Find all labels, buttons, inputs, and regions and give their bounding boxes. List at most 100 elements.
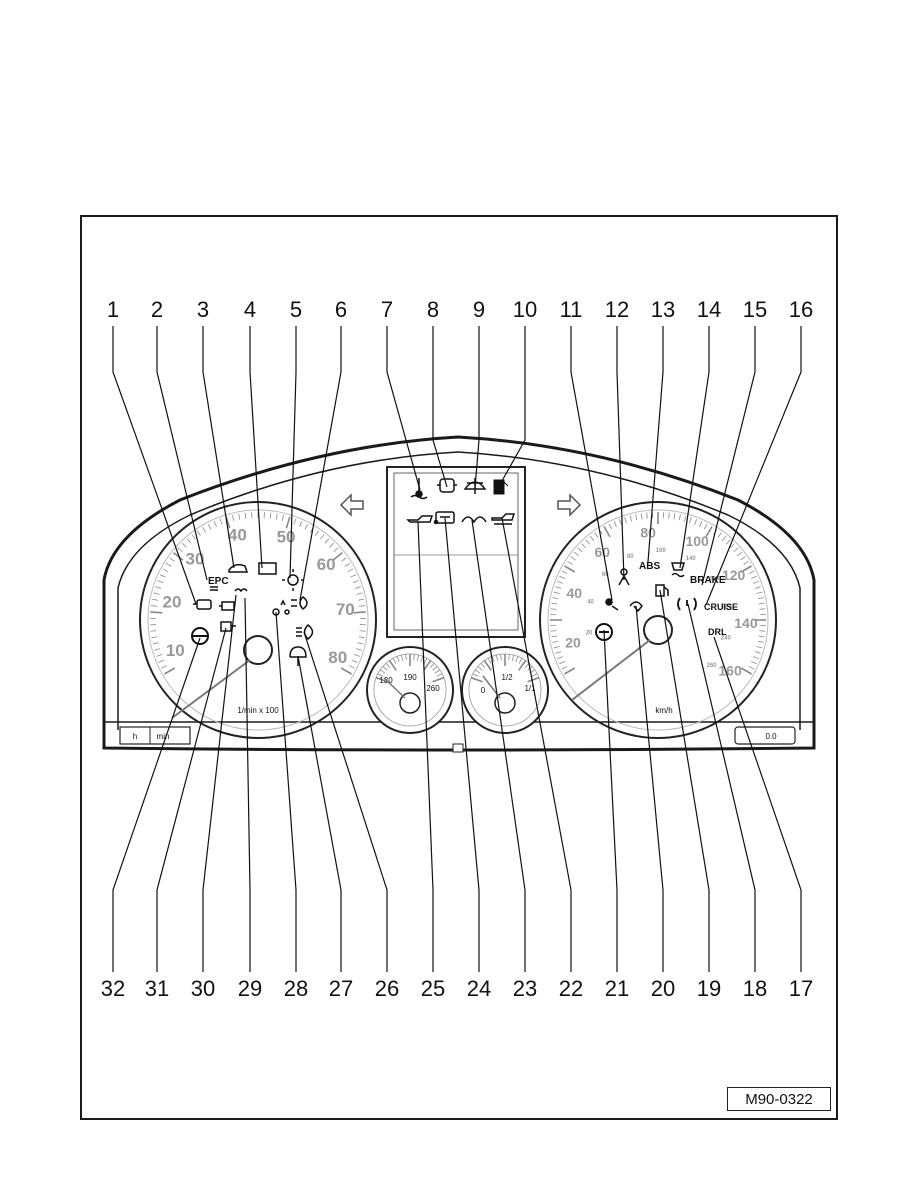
dial-tick	[555, 651, 562, 654]
dial-tick	[181, 542, 187, 548]
dial-tick	[269, 512, 272, 519]
dial-tick	[552, 640, 559, 643]
dial-tick	[551, 602, 558, 605]
dial-tick	[304, 523, 309, 530]
dial-tick	[275, 513, 278, 520]
dial-tick	[153, 592, 160, 595]
dial-tick	[150, 611, 163, 614]
dial-tick	[420, 656, 424, 663]
dial-tick	[754, 586, 761, 589]
dial-tick	[156, 654, 163, 657]
tachometer-ticks	[150, 512, 366, 675]
dial-tick	[161, 665, 167, 669]
dial-tick	[559, 661, 565, 665]
callout-number-31: 31	[145, 976, 169, 1001]
front-fog-icon	[291, 596, 308, 610]
figure-reference-label: M90-0322	[727, 1087, 831, 1111]
leader-line-8	[432, 326, 448, 488]
tachometer-scale-label: 50	[277, 528, 296, 547]
turn-signal-right-icon	[557, 493, 582, 517]
callout-number-7: 7	[381, 297, 393, 322]
callout-number-10: 10	[513, 297, 537, 322]
speedometer-ticks	[550, 512, 766, 675]
cluster-outer-outline	[102, 435, 816, 752]
leader-line-17	[713, 636, 802, 972]
dial-tick	[165, 562, 172, 567]
dial-tick	[754, 651, 761, 654]
dial-tick	[585, 539, 591, 545]
dial-tick	[353, 611, 366, 614]
callout-number-9: 9	[473, 297, 485, 322]
dial-tick	[524, 662, 530, 668]
dial-tick	[150, 630, 157, 632]
leader-line-23	[471, 519, 526, 972]
callout-number-2: 2	[151, 297, 163, 322]
tachometer-needle	[171, 659, 251, 719]
speedometer-scale-label: 80	[640, 524, 656, 540]
callout-number-25: 25	[421, 976, 445, 1001]
callout-number-15: 15	[743, 297, 767, 322]
coolant-temp-icon	[410, 478, 428, 500]
dial-tick	[721, 535, 727, 541]
dial-tick	[737, 551, 743, 557]
speedometer-small-label: 40	[587, 599, 594, 605]
dial-tick	[553, 591, 560, 594]
dial-tick	[350, 574, 357, 578]
dial-tick	[396, 656, 400, 663]
dial-tick	[392, 658, 397, 664]
dial-tick	[751, 575, 757, 579]
speedometer-small-label: 260	[707, 663, 718, 669]
dial-tick	[359, 605, 366, 607]
dial-tick	[561, 570, 568, 575]
dial-tick	[347, 568, 354, 573]
dial-tick	[324, 538, 330, 544]
dial-tick	[202, 527, 207, 533]
leader-line-10	[497, 326, 526, 489]
dial-tick	[753, 656, 759, 660]
dial-tick	[694, 519, 698, 525]
dial-tick	[740, 667, 752, 675]
odo-minutes-label: min	[157, 732, 170, 741]
dial-tick	[385, 662, 391, 668]
tachometer-scale-label: 60	[317, 555, 336, 574]
center-display	[386, 466, 526, 638]
dial-tick	[340, 667, 352, 675]
leader-line-14	[679, 326, 710, 569]
speedometer-small-label: 80	[627, 554, 634, 560]
dial-tick	[357, 598, 365, 601]
callout-number-1: 1	[107, 297, 119, 322]
dial-tick	[748, 665, 755, 670]
suspension-icon	[461, 516, 487, 524]
dial-tick	[352, 580, 359, 584]
tachometer-scale-label: 70	[336, 600, 355, 619]
steering-wheel-icon	[191, 627, 209, 645]
dial-tick	[388, 660, 397, 671]
leader-line-6	[299, 326, 342, 601]
speedometer-scale-label: 140	[734, 615, 758, 631]
leader-line-24	[444, 517, 480, 972]
dial-tick	[561, 665, 568, 670]
dial-tick	[527, 676, 540, 683]
dial-tick	[219, 518, 223, 525]
callout-number-6: 6	[335, 297, 347, 322]
dial-tick	[405, 654, 407, 661]
tachometer-scale-label: 10	[166, 641, 185, 660]
leader-line-12	[616, 326, 625, 581]
speedometer-unit-label: km/h	[655, 706, 672, 715]
leader-line-19	[659, 589, 710, 972]
tachometer-hub	[243, 635, 273, 665]
dial-tick	[511, 654, 515, 661]
high-beam-icon	[282, 569, 304, 591]
leader-line-7	[386, 326, 421, 491]
service-icon	[629, 601, 643, 613]
dial-tick	[748, 570, 755, 575]
callout-number-16: 16	[789, 297, 813, 322]
dial-tick	[186, 538, 192, 544]
dial-tick	[191, 534, 196, 540]
